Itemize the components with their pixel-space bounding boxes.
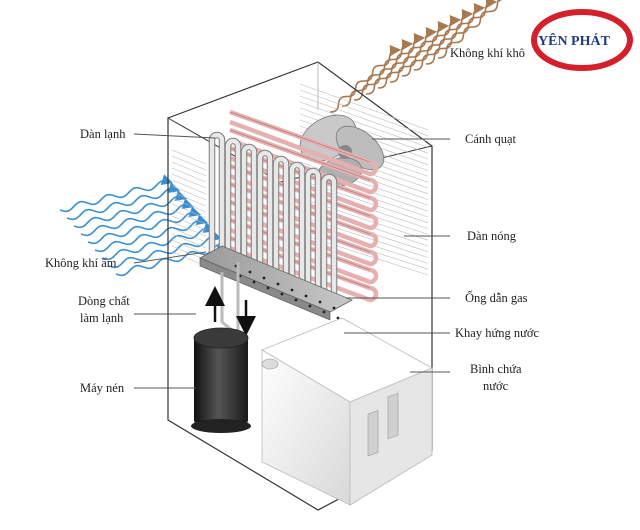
grille-line	[171, 155, 207, 171]
cold-coil	[208, 131, 338, 294]
hot-coil-loop	[229, 181, 379, 249]
label-refrigerant-line2: làm lạnh	[80, 311, 124, 325]
grille-line	[171, 221, 207, 237]
hot-coil-loop	[229, 235, 379, 303]
grille-line	[299, 95, 429, 142]
water-drop	[248, 270, 252, 274]
label-water-tank-line1: Bình chứa	[470, 362, 522, 376]
grille-line	[299, 101, 429, 148]
hot-coil-edge	[229, 129, 371, 181]
label-cold-coil: Dàn lạnh	[80, 127, 126, 141]
label-compressor: Máy nén	[80, 381, 125, 395]
water-drop	[336, 316, 340, 320]
tray-drops	[234, 264, 340, 320]
humid-air-arrow	[59, 174, 174, 213]
humid-air-arrow	[87, 206, 202, 245]
water-drop	[280, 292, 284, 296]
grille-line	[171, 173, 207, 189]
water-drop	[262, 276, 266, 280]
grille-line	[171, 227, 207, 243]
grille-line	[299, 89, 429, 137]
hot-coil-edge	[229, 111, 371, 163]
brand-logo: YÊN PHÁT	[531, 9, 633, 71]
hot-coil-loop	[229, 127, 379, 195]
label-humid-air: Không khí ẩm	[45, 256, 117, 270]
label-refrigerant-line1: Dòng chất	[78, 294, 130, 308]
water-drop	[266, 286, 270, 290]
dry-air-arrows	[329, 0, 510, 113]
hot-coil-loop	[229, 199, 379, 267]
label-gas-pipe: Ống dẫn gas	[465, 290, 528, 305]
grille-line	[171, 149, 207, 165]
humid-air-arrow	[80, 198, 195, 237]
grille-line	[171, 167, 207, 183]
grille-line	[171, 191, 207, 207]
hot-coil-loop	[229, 163, 379, 231]
water-drop	[290, 288, 294, 292]
cold-coil-tube	[321, 174, 337, 294]
cold-coil-tube	[289, 162, 305, 282]
grille-line	[299, 83, 429, 131]
water-drop	[318, 300, 322, 304]
hot-coil-loop	[229, 109, 379, 177]
grille-line	[171, 161, 207, 177]
dry-air-arrow	[437, 0, 510, 59]
label-water-tank-line2: nước	[483, 379, 509, 393]
water-drop	[308, 304, 312, 308]
grille-line	[171, 239, 207, 255]
grille-line	[299, 107, 429, 154]
grille-line	[171, 233, 207, 249]
grille-line	[171, 197, 207, 213]
dry-air-arrow	[425, 0, 498, 65]
water-tank	[261, 317, 433, 506]
humid-air-arrow	[94, 214, 209, 253]
cold-coil-tube	[241, 144, 257, 264]
compressor	[191, 327, 251, 433]
hot-coil-loop	[229, 145, 379, 213]
dry-air-arrow	[389, 14, 462, 83]
cold-coil-tube	[273, 156, 289, 276]
cold-coil-tube	[209, 132, 225, 252]
water-drop	[322, 310, 326, 314]
humid-air-arrow	[66, 182, 181, 221]
cold-coil-tube	[225, 138, 241, 258]
dry-air-arrow	[413, 2, 486, 71]
water-drop	[304, 294, 308, 298]
logo-text: YÊN PHÁT	[538, 32, 611, 49]
water-drop	[294, 298, 298, 302]
dry-air-arrow	[377, 20, 450, 89]
water-drop	[332, 306, 336, 310]
label-fan-blade: Cánh quạt	[465, 132, 517, 146]
grille-line	[171, 209, 207, 225]
humid-air-arrow	[73, 190, 188, 229]
leader-lines	[133, 133, 450, 389]
hot-coil	[229, 109, 379, 303]
cold-coil-tube	[305, 168, 321, 288]
label-hot-coil: Dàn nóng	[467, 229, 517, 243]
humid-air-arrow	[108, 230, 223, 269]
grille-line	[171, 215, 207, 231]
grille-line	[171, 179, 207, 195]
dry-air-arrow	[353, 32, 426, 101]
cold-coil-tube	[257, 150, 273, 270]
grille-line	[171, 185, 207, 201]
label-drip-tray: Khay hứng nước	[455, 326, 539, 340]
grille-line	[171, 203, 207, 219]
dry-air-arrow	[401, 8, 474, 77]
side-grille	[171, 149, 207, 267]
water-drop	[276, 282, 280, 286]
label-dry-air: Không khí khô	[450, 46, 525, 60]
dry-air-arrow	[341, 38, 414, 107]
hot-coil-loop	[229, 217, 379, 285]
dry-air-arrow	[329, 44, 402, 113]
dry-air-arrow	[365, 26, 438, 95]
water-drop	[252, 280, 256, 284]
